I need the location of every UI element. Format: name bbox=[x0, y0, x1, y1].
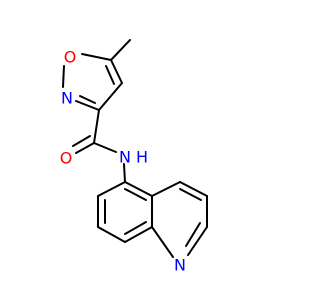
bond-n-c5q bbox=[123, 163, 126, 183]
atom-n-amide: N bbox=[119, 148, 131, 167]
bond-q4a-q4 bbox=[151, 181, 181, 197]
atom-o-ring: O bbox=[64, 48, 77, 67]
bond-c3-carbonyl bbox=[93, 109, 100, 144]
bond-n1-q8a bbox=[151, 226, 174, 258]
bond-n2-c3 bbox=[75, 100, 100, 111]
molecule-structure: O N O N H N bbox=[60, 39, 208, 275]
bond-carbonyl-n bbox=[93, 142, 117, 153]
bond-q8-q8a-inner bbox=[124, 221, 147, 235]
bond-q8-q8a bbox=[124, 226, 153, 243]
bond-c4-c5-inner bbox=[105, 65, 115, 85]
bond-q4a-q5 bbox=[124, 181, 153, 197]
bond-methyl bbox=[110, 39, 131, 61]
atom-n-ring: N bbox=[61, 89, 73, 108]
bond-n2-c3-inner bbox=[79, 95, 96, 104]
bond-q2-n1 bbox=[187, 226, 208, 256]
bond-o1-n2 bbox=[62, 65, 65, 88]
bond-q5-q6 bbox=[97, 181, 126, 197]
atom-n-quinoline: N bbox=[174, 256, 186, 275]
atom-o-carbonyl: O bbox=[60, 149, 73, 168]
bond-q4-q3 bbox=[179, 181, 208, 197]
atom-h-amide: H bbox=[136, 148, 148, 167]
bond-c5-o1 bbox=[81, 53, 112, 61]
bond-c4-c5 bbox=[110, 59, 123, 84]
bond-q7-q8 bbox=[97, 226, 126, 243]
bond-q2-n1-inner bbox=[185, 222, 201, 247]
bond-q4a-q5-inner bbox=[124, 188, 147, 201]
bond-carbonyl-o-2 bbox=[72, 135, 91, 147]
bond-carbonyl-o bbox=[75, 142, 95, 154]
bond-c3-c4 bbox=[98, 82, 123, 111]
bond-q4-q3-inner bbox=[179, 188, 202, 201]
